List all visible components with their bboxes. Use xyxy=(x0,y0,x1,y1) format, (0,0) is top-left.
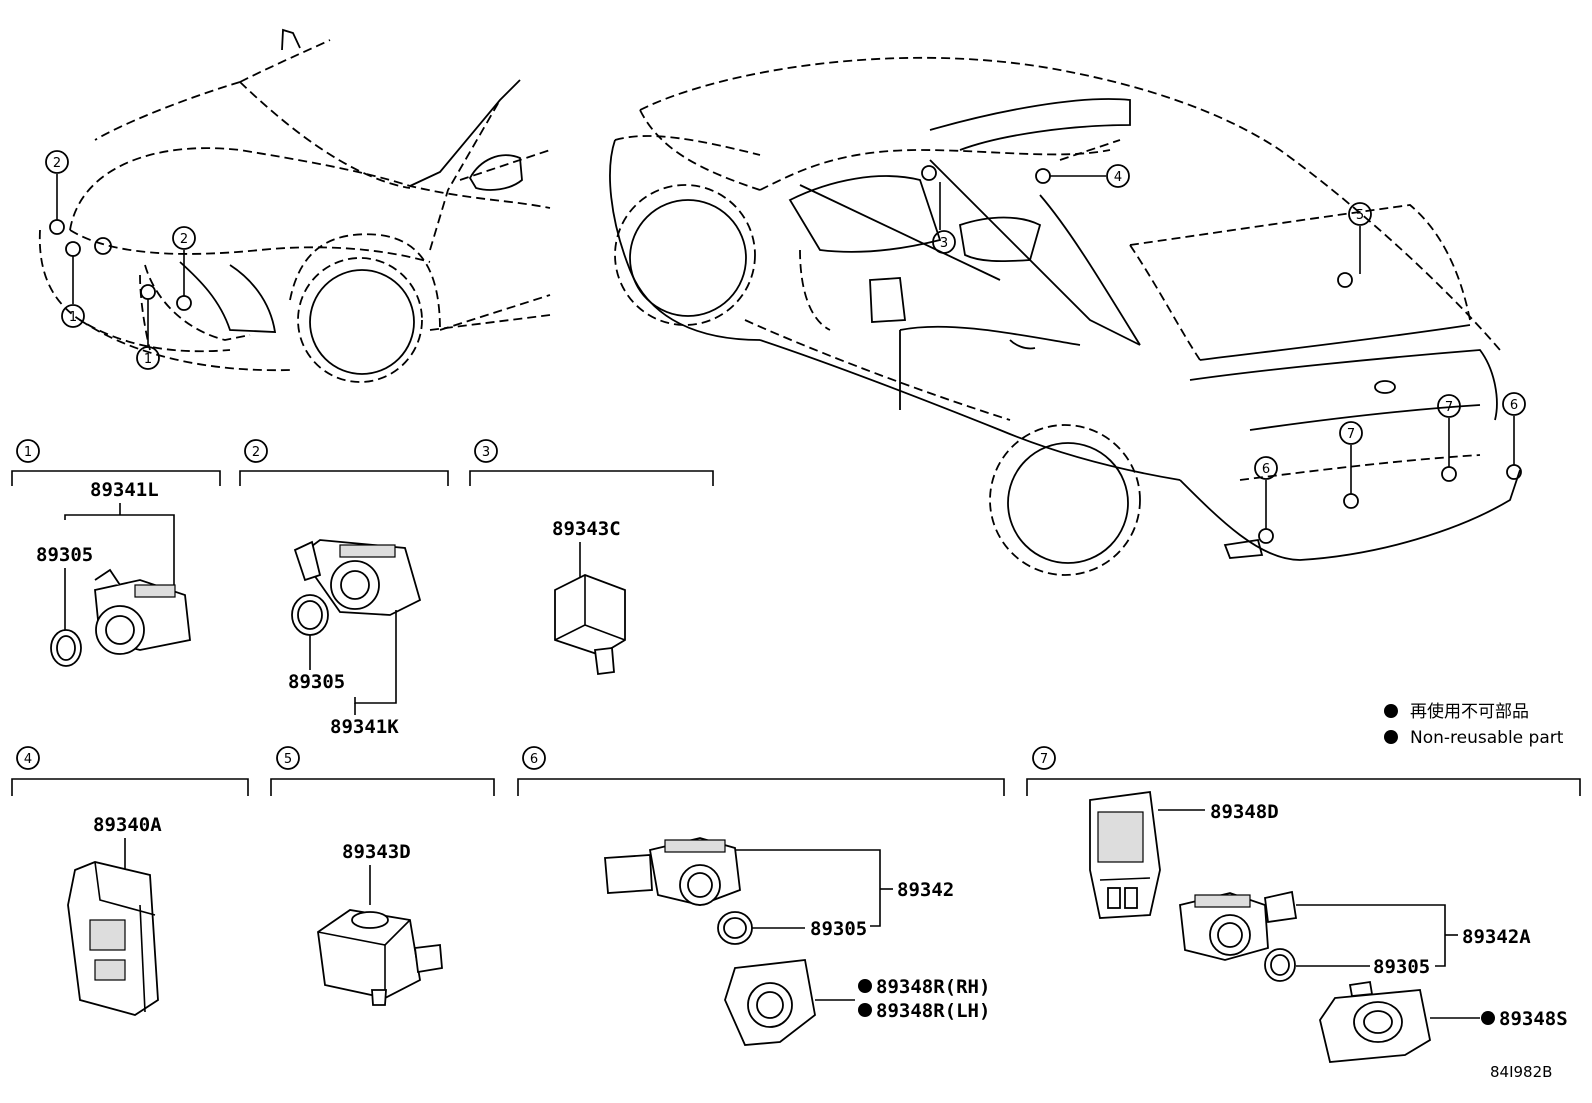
callout-1-front-center xyxy=(136,346,160,370)
group-7: 7 89348D 89342A 89305 89348S xyxy=(1026,746,1581,1063)
callout-2-front-center xyxy=(172,226,196,250)
group-2-number: 2 xyxy=(252,445,260,460)
group-6-number: 6 xyxy=(530,752,538,767)
callout-6-rear-left xyxy=(1254,456,1278,480)
callout-6-rear-left-label: 6 xyxy=(1262,462,1270,477)
group-5: 5 89343D xyxy=(270,746,495,1006)
part-89348R-RH: 89348R(RH) xyxy=(876,976,990,998)
part-89348S: 89348S xyxy=(1499,1008,1568,1030)
part-89348D: 89348D xyxy=(1210,801,1279,823)
part-89305-g6: 89305 xyxy=(810,918,867,940)
callout-4-shelf-label: 4 xyxy=(1114,170,1122,185)
part-89342A: 89342A xyxy=(1462,926,1531,948)
callout-1-front-center-label: 1 xyxy=(144,352,152,367)
rear-car-view: 3 4 5 6 7 7 6 xyxy=(609,56,1526,576)
callout-2-front-left xyxy=(45,150,69,174)
callout-2-front-center-label: 2 xyxy=(180,232,188,247)
part-89348R-LH: 89348R(LH) xyxy=(876,1000,990,1022)
part-89340A: 89340A xyxy=(93,814,162,836)
part-89305-g1: 89305 xyxy=(36,544,93,566)
group-3-number: 3 xyxy=(482,445,490,460)
non-reusable-dot-icon xyxy=(1384,704,1398,718)
legend: 再使用不可部品 Non-reusable part xyxy=(1384,701,1564,748)
group-2: 2 89305 89341K xyxy=(239,439,449,738)
callout-2-front-left-label: 2 xyxy=(53,156,61,171)
part-89341K: 89341K xyxy=(330,716,399,738)
callout-5-roof-label: 5 xyxy=(1356,208,1364,223)
group-1: 1 89341L 89305 xyxy=(11,439,221,667)
group-1-number: 1 xyxy=(24,445,32,460)
part-89342: 89342 xyxy=(897,879,954,901)
part-89305-g7: 89305 xyxy=(1373,956,1430,978)
part-89343C: 89343C xyxy=(552,518,621,540)
part-89341L: 89341L xyxy=(90,479,159,501)
callout-7-rear-center-label: 7 xyxy=(1347,427,1355,442)
legend-japanese: 再使用不可部品 xyxy=(1410,701,1529,722)
group-3: 3 89343C xyxy=(469,439,714,676)
callout-7-rear-right-label: 7 xyxy=(1445,400,1453,415)
group-4-number: 4 xyxy=(24,752,32,767)
callout-3-interior xyxy=(932,230,956,254)
callout-1-front-left-label: 1 xyxy=(69,310,77,325)
non-reusable-dot-icon-2 xyxy=(1384,730,1398,744)
group-7-number: 7 xyxy=(1040,752,1048,767)
part-89343D: 89343D xyxy=(342,841,411,863)
group-6: 6 89342 89305 89348R(RH) 89348R(LH) xyxy=(517,746,1005,1046)
callout-3-interior-label: 3 xyxy=(940,236,948,251)
legend-english: Non-reusable part xyxy=(1410,728,1564,748)
callout-7-rear-center xyxy=(1339,421,1363,445)
group-5-number: 5 xyxy=(284,752,292,767)
group-4: 4 89340A xyxy=(11,746,249,1016)
part-89305-g2: 89305 xyxy=(288,671,345,693)
front-car-view: 2 1 1 2 xyxy=(38,28,551,383)
callout-6-rear-right-label: 6 xyxy=(1510,398,1518,413)
callout-6-rear-right xyxy=(1502,392,1526,416)
callout-5-roof xyxy=(1348,202,1372,226)
callout-4-shelf xyxy=(1106,164,1130,188)
callout-1-front-left xyxy=(61,304,85,328)
callout-7-rear-right xyxy=(1437,394,1461,418)
diagram-code: 84I982B xyxy=(1490,1063,1552,1081)
